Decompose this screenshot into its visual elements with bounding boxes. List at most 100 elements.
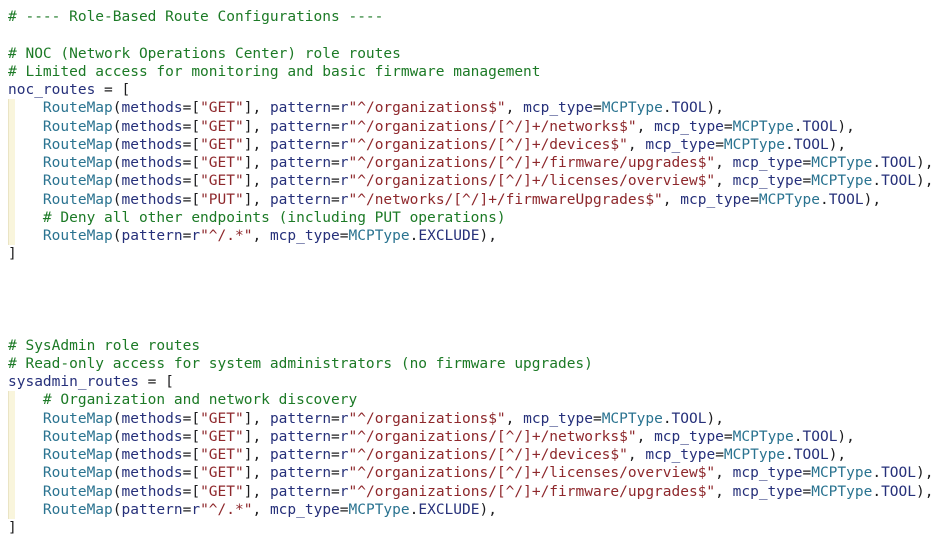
code-token: "GET": [200, 155, 244, 171]
code-token: MCPType: [811, 465, 873, 482]
code-token: =: [331, 118, 340, 135]
code-line: RouteMap(pattern=r"^/.*", mcp_type=MCPTy…: [8, 501, 942, 519]
code-token: ),: [837, 428, 855, 445]
code-token: # Read-only access for system administra…: [8, 355, 593, 372]
code-token: ),: [915, 173, 934, 190]
code-token: "GET": [200, 410, 244, 427]
code-token: =: [723, 118, 733, 135]
code-line: # NOC (Network Operations Center) role r…: [8, 45, 942, 63]
code-token: [8, 100, 43, 116]
code-token: ],: [243, 155, 270, 171]
code-token: MCPType: [811, 483, 873, 500]
code-token: # Limited access for monitoring and basi…: [8, 63, 541, 80]
code-token: =: [331, 155, 340, 171]
code-line: ]: [8, 519, 942, 537]
code-token: r: [339, 465, 349, 482]
code-token: ,: [662, 191, 681, 208]
code-token: r: [339, 191, 349, 208]
code-token: ,: [505, 410, 524, 427]
code-line: [8, 318, 942, 336]
code-token: methods: [121, 483, 183, 500]
code-line: RouteMap(methods=["GET"], pattern=r"^/or…: [8, 464, 942, 482]
code-token: r: [339, 118, 349, 135]
code-token: "^/organizations/[^/]+/devices$": [348, 447, 628, 463]
code-token: RouteMap: [42, 118, 113, 135]
code-token: =: [715, 136, 724, 153]
code-token: MCPType: [601, 100, 663, 117]
code-token: TOOL: [881, 155, 916, 171]
code-token: mcp_type: [523, 410, 593, 427]
code-token: [8, 392, 43, 408]
code-line: sysadmin_routes = [: [8, 373, 942, 391]
code-token: .: [793, 118, 803, 135]
code-token: "^/organizations$": [348, 100, 506, 117]
code-token: .: [409, 228, 419, 244]
code-token: .: [662, 410, 672, 427]
code-token: =: [331, 100, 340, 117]
code-line: RouteMap(pattern=r"^/.*", mcp_type=MCPTy…: [8, 227, 942, 245]
code-token: ,: [627, 136, 646, 153]
code-token: EXCLUDE: [418, 501, 480, 518]
code-token: ),: [915, 155, 934, 171]
code-token: r: [339, 155, 349, 171]
code-token: (: [112, 173, 122, 190]
code-token: =[: [182, 191, 201, 208]
code-line: RouteMap(methods=["GET"], pattern=r"^/or…: [8, 154, 942, 172]
code-token: methods: [121, 173, 183, 190]
code-token: (: [112, 136, 122, 153]
code-line: ]: [8, 245, 942, 263]
code-token: .: [793, 428, 803, 445]
code-token: "^/organizations/[^/]+/devices$": [348, 136, 628, 153]
code-token: methods: [121, 191, 183, 208]
code-token: TOOL: [802, 118, 838, 135]
code-token: ,: [715, 483, 733, 500]
code-token: # SysAdmin role routes: [8, 337, 201, 354]
code-token: [8, 155, 43, 171]
indent-guide: [8, 391, 15, 519]
code-line: noc_routes = [: [8, 81, 942, 99]
code-token: pattern: [121, 501, 183, 518]
code-token: pattern: [269, 191, 332, 208]
code-token: pattern: [269, 100, 332, 117]
code-token: (: [112, 465, 122, 482]
code-line: RouteMap(methods=["GET"], pattern=r"^/or…: [8, 172, 942, 190]
code-token: (: [112, 483, 122, 500]
code-token: "^/.*": [200, 501, 253, 518]
code-token: RouteMap: [42, 100, 113, 117]
code-token: .: [409, 501, 419, 518]
code-token: =: [750, 191, 759, 208]
code-token: (: [112, 228, 122, 244]
code-token: MCPType: [723, 447, 786, 463]
code-token: ),: [479, 501, 497, 518]
code-token: =: [802, 173, 812, 190]
code-token: mcp_type: [732, 465, 803, 482]
code-line: # Organization and network discovery: [8, 391, 942, 409]
code-token: methods: [121, 428, 183, 445]
code-token: methods: [121, 136, 183, 153]
code-token: =: [331, 465, 340, 482]
code-line: # Limited access for monitoring and basi…: [8, 63, 942, 81]
code-token: mcp_type: [654, 428, 724, 445]
code-token: ],: [243, 136, 270, 153]
code-token: ,: [636, 428, 655, 445]
code-token: "^/organizations/[^/]+/firmware/upgrades…: [348, 483, 716, 500]
code-token: [8, 411, 43, 427]
code-token: ,: [715, 465, 733, 482]
code-line: RouteMap(methods=["GET"], pattern=r"^/or…: [8, 410, 942, 428]
code-token: r: [339, 136, 349, 153]
code-token: [8, 119, 43, 135]
code-token: mcp_type: [732, 483, 803, 500]
code-token: .: [872, 173, 882, 190]
code-token: [8, 210, 43, 226]
code-token: RouteMap: [42, 465, 113, 482]
code-token: ]: [8, 520, 17, 536]
code-line: # SysAdmin role routes: [8, 337, 942, 355]
code-token: .: [662, 100, 672, 117]
code-token: =: [339, 501, 349, 518]
code-line: [8, 282, 942, 300]
code-token: "GET": [200, 428, 244, 445]
code-token: =: [723, 428, 733, 445]
code-token: .: [819, 191, 829, 208]
code-token: (: [112, 428, 122, 445]
